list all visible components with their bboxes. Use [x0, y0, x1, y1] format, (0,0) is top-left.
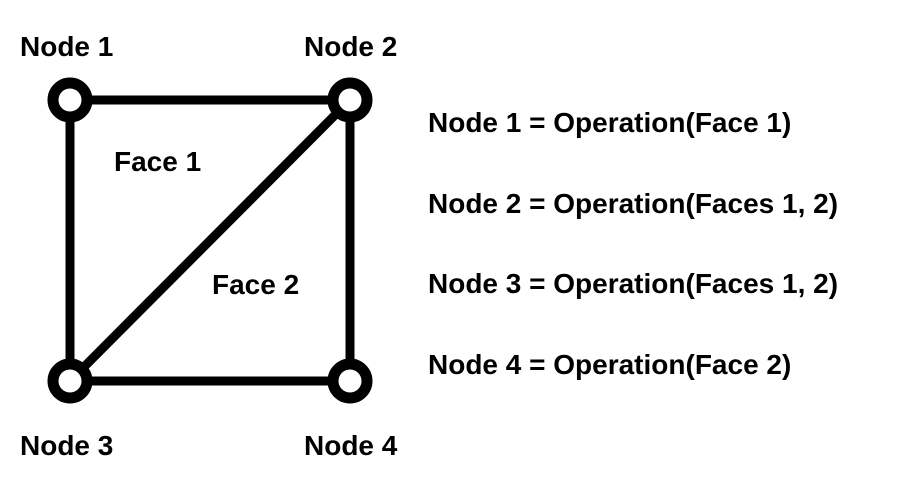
equation-node-2: Node 2 = Operation(Faces 1, 2) [428, 187, 839, 219]
equation-node-1: Node 1 = Operation(Face 1) [428, 107, 792, 138]
node-1-label: Node 1 [20, 31, 114, 62]
node-3-circle [47, 358, 93, 404]
edge-diagonal [66, 96, 354, 385]
node-4-circle [327, 358, 373, 404]
node-2-circle [327, 77, 373, 123]
node-4-label: Node 4 [304, 430, 398, 461]
node-2-label: Node 2 [304, 31, 398, 62]
equation-node-4: Node 4 = Operation(Face 2) [428, 348, 792, 380]
node-3-label: Node 3 [20, 430, 114, 461]
equation-node-3: Node 3 = Operation(Faces 1, 2) [428, 268, 839, 299]
face-2-label: Face 2 [212, 269, 300, 300]
node-1-circle [47, 77, 93, 123]
equation-list: Node 1 = Operation(Face 1) Node 2 = Oper… [428, 109, 838, 431]
face-1-label: Face 1 [114, 146, 202, 177]
